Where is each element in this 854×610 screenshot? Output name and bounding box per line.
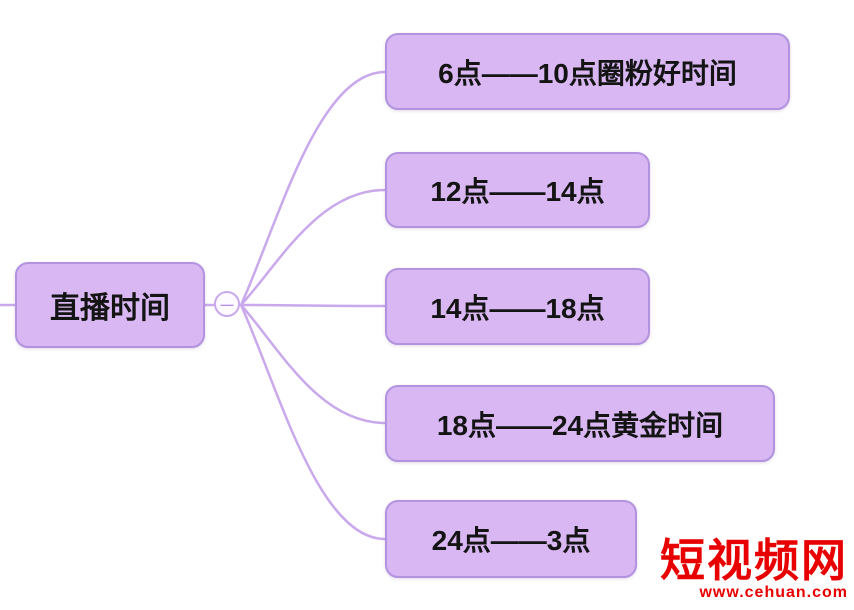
branch-line-2	[239, 188, 387, 307]
watermark-title: 短视频网	[659, 534, 848, 586]
root-node-label: 直播时间	[50, 292, 170, 325]
mindmap-node-5[interactable]: 24点——3点	[385, 500, 637, 578]
collapse-minus-icon: —	[220, 296, 234, 312]
mindmap-node-root[interactable]: 直播时间	[15, 262, 205, 348]
node-label: 24点——3点	[431, 525, 591, 556]
branch-line-1	[239, 70, 387, 307]
site-watermark: 短视频网 www.cehuan.com	[659, 534, 848, 602]
mindmap-node-2[interactable]: 12点——14点	[385, 152, 650, 228]
branch-line-4	[239, 303, 387, 425]
mindmap-node-4[interactable]: 18点——24点黄金时间	[385, 385, 775, 462]
node-label: 6点——10点圈粉好时间	[438, 57, 737, 89]
mindmap-node-3[interactable]: 14点——18点	[385, 268, 650, 345]
node-label: 12点——14点	[430, 176, 605, 207]
watermark-url: www.cehuan.com	[699, 584, 848, 601]
branch-line-3	[239, 303, 387, 308]
node-label: 14点——18点	[430, 292, 605, 324]
branch-line-5	[239, 303, 387, 541]
mindmap-node-1[interactable]: 6点——10点圈粉好时间	[385, 33, 790, 110]
node-label: 18点——24点黄金时间	[436, 409, 724, 441]
collapse-toggle[interactable]: —	[214, 291, 240, 317]
